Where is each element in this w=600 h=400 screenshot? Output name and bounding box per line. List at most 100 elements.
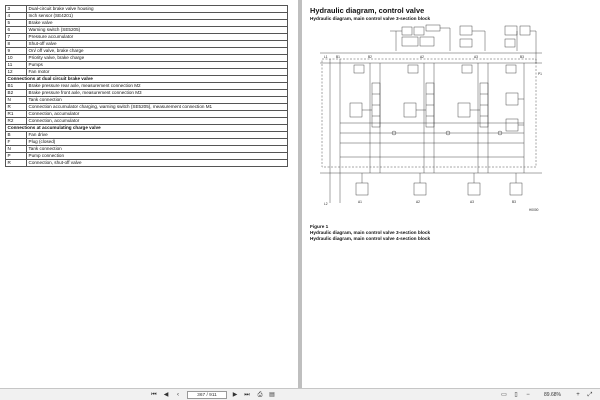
section-heading: Connections at dual circuit brake valve	[5, 75, 288, 83]
item-description: Connection, shut-off valve	[26, 159, 288, 167]
figure-line-1: Hydraulic diagram, main control valve 3-…	[310, 230, 431, 235]
item-key: 10	[5, 54, 27, 62]
item-key: 7	[5, 33, 27, 41]
diagram-code: H0000	[529, 208, 539, 212]
item-key: 11	[5, 61, 27, 69]
item-description: Plug (closed)	[26, 138, 288, 146]
item-description: Pump connection	[26, 152, 288, 160]
item-description: Connection accumulator charging, warning…	[26, 103, 288, 111]
item-key: B2	[5, 89, 27, 97]
page-subtitle: Hydraulic diagram, main control valve 3-…	[310, 16, 431, 21]
item-description: Connection, accumulator	[26, 110, 288, 118]
item-description: Tank connection	[26, 145, 288, 153]
item-key: N	[5, 145, 27, 153]
item-key: 5	[5, 19, 27, 27]
item-description: Shut-off valve	[26, 40, 288, 48]
item-key: 8	[5, 40, 27, 48]
item-key: 4	[5, 12, 27, 20]
item-description: Dual-circuit brake valve housing	[26, 5, 288, 13]
fullscreen-icon[interactable]: ⤢	[587, 392, 593, 398]
item-key: R1	[5, 110, 27, 118]
item-key: 6	[5, 26, 27, 34]
prev-view-icon[interactable]: ‹	[177, 392, 179, 398]
item-description: On/ off valve, brake charge	[26, 47, 288, 55]
item-key: R2	[5, 117, 27, 125]
fit-page-icon[interactable]: ▭	[501, 392, 507, 398]
figure-line-2: Hydraulic diagram, main control valve 4-…	[310, 236, 431, 241]
prev-page-icon[interactable]: ◀	[163, 392, 169, 398]
page-title: Hydraulic diagram, control valve	[310, 6, 425, 15]
item-key: P	[5, 152, 27, 160]
svg-text:B3: B3	[512, 200, 516, 204]
first-page-icon[interactable]: ⏮	[151, 392, 157, 398]
item-description: Pressure accumulator	[26, 33, 288, 41]
single-page-icon[interactable]: ▯	[514, 392, 518, 398]
svg-text:P1: P1	[538, 72, 542, 76]
page-right: Hydraulic diagram, control valve Hydraul…	[302, 0, 600, 388]
item-key: N	[5, 96, 27, 104]
item-description: Fan drive	[26, 131, 288, 139]
item-key: B	[5, 131, 27, 139]
item-description: Warning switch (SE5205)	[26, 26, 288, 34]
zoom-level[interactable]: 89.68%	[544, 392, 561, 398]
item-description: Brake valve	[26, 19, 288, 27]
save-icon[interactable]: ⎙	[257, 392, 263, 398]
section-heading: Connections at accumulating charge valve	[5, 124, 288, 132]
svg-text:L2: L2	[324, 202, 328, 206]
item-description: Inch sensor (SE4201)	[26, 12, 288, 20]
item-description: Connection, accumulator	[26, 117, 288, 125]
print-icon[interactable]: ▤	[269, 392, 275, 398]
svg-text:A1: A1	[358, 200, 362, 204]
svg-text:B1: B1	[336, 55, 340, 59]
item-description: Brake pressure front axle, measurement c…	[26, 89, 288, 97]
zoom-in-icon[interactable]: +	[576, 392, 580, 398]
item-key: 9	[5, 47, 27, 55]
table-section-row: Connections at accumulating charge valve	[5, 124, 288, 132]
svg-text:A2: A2	[420, 55, 424, 59]
item-key: F	[5, 138, 27, 146]
figure-caption: Figure 1 Hydraulic diagram, main control…	[310, 224, 430, 242]
page-gap	[298, 0, 302, 388]
item-description: Priority valve, brake charge	[26, 54, 288, 62]
zoom-out-icon[interactable]: −	[526, 392, 530, 398]
last-page-icon[interactable]: ⏭	[244, 392, 250, 398]
item-key: R	[5, 103, 27, 111]
item-key: R	[5, 159, 27, 167]
svg-text:A3: A3	[474, 55, 478, 59]
page-indicator[interactable]: 367 / 911	[187, 391, 227, 399]
svg-text:A3: A3	[470, 200, 474, 204]
item-description: Pumps	[26, 61, 288, 69]
svg-text:L1: L1	[324, 55, 328, 59]
next-page-icon[interactable]: ▶	[232, 392, 238, 398]
figure-label: Figure 1	[310, 224, 329, 229]
svg-text:A2: A2	[416, 200, 420, 204]
table-section-row: Connections at dual circuit brake valve	[5, 75, 288, 83]
item-key: 3	[5, 5, 27, 13]
item-key: B1	[5, 82, 27, 90]
item-description: Fan motor	[26, 68, 288, 76]
svg-text:B3: B3	[520, 55, 524, 59]
